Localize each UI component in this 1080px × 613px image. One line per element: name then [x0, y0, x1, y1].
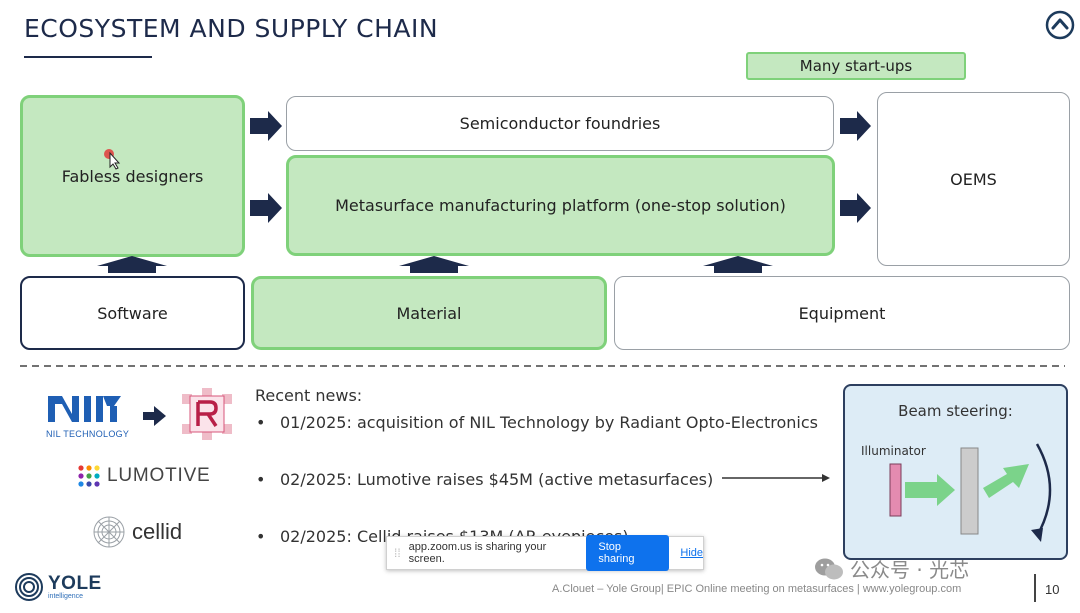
chevron-up-icon[interactable] [1045, 10, 1075, 40]
hide-link[interactable]: Hide [680, 547, 703, 559]
oems-box: OEMS [877, 92, 1070, 266]
arrow-right-icon [840, 111, 871, 141]
title-underline [24, 56, 152, 58]
steering-arc [1035, 443, 1052, 537]
metasurface-plate [960, 447, 979, 535]
bullet-icon: • [256, 527, 266, 546]
yole-logo: YOLE intelligence [14, 569, 124, 605]
cellid-mark-icon [93, 516, 125, 548]
page-number: 10 [1045, 582, 1060, 597]
equipment-box: Equipment [614, 276, 1070, 350]
startups-badge-label: Many start-ups [799, 57, 913, 75]
wechat-icon [815, 558, 843, 579]
stop-sharing-button[interactable]: Stop sharing [586, 535, 670, 571]
lumotive-logo: LUMOTIVE [77, 463, 217, 489]
equipment-label: Equipment [798, 303, 886, 323]
nil-technology-caption: NIL TECHNOLOGY [46, 429, 130, 439]
arrow-right-icon [840, 193, 871, 223]
beam-arrow-icon [905, 474, 955, 506]
material-box: Material [251, 276, 607, 350]
drag-handle-icon[interactable]: ⁞⁞ [394, 546, 401, 560]
wechat-watermark: 公众号 · 光芯 [814, 554, 969, 583]
illuminator-label: Illuminator [861, 444, 926, 458]
radiant-logo [178, 388, 236, 440]
illuminator-source [889, 463, 902, 517]
semiconductor-foundries-box: Semiconductor foundries [286, 96, 834, 151]
metasurface-platform-box: Metasurface manufacturing platform (one-… [286, 155, 835, 256]
cellid-logo: cellid [92, 514, 202, 550]
footer-divider [1034, 574, 1036, 602]
watermark-text: 公众号 · 光芯 [850, 558, 970, 582]
arrow-right-icon [143, 406, 166, 426]
semiconductor-foundries-label: Semiconductor foundries [459, 114, 661, 133]
bullet-icon: • [256, 413, 266, 432]
yole-subtitle: intelligence [48, 593, 84, 600]
beam-steering-illustration [889, 443, 1052, 542]
arrow-up-icon [97, 256, 167, 273]
lumotive-mark-icon [78, 465, 100, 487]
fabless-designers-label: Fabless designers [61, 166, 204, 186]
beam-steering-panel: Beam steering: Illuminator [843, 384, 1068, 560]
metasurface-platform-label: Metasurface manufacturing platform (one-… [335, 196, 786, 215]
yole-mark-icon [15, 573, 43, 601]
news-heading: Recent news: [255, 386, 363, 405]
zoom-sharing-bar: ⁞⁞ app.zoom.us is sharing your screen. S… [386, 535, 704, 571]
zoom-share-message: app.zoom.us is sharing your screen. [408, 541, 547, 565]
startups-badge: Many start-ups [746, 52, 966, 80]
arrow-right-icon [250, 193, 282, 223]
software-box: Software [20, 276, 245, 350]
bullet-icon: • [256, 470, 266, 489]
pointer-cursor-icon [103, 148, 123, 170]
arrow-up-icon [703, 256, 773, 273]
lumotive-wordmark: LUMOTIVE [107, 465, 211, 486]
fabless-designers-box: Fabless designers [20, 95, 245, 257]
cellid-wordmark: cellid [132, 519, 183, 544]
news-item: •02/2025: Lumotive raises $45M (active m… [256, 470, 714, 489]
material-label: Material [396, 303, 462, 323]
software-label: Software [97, 303, 168, 323]
beam-arrow-icon [983, 464, 1029, 498]
beam-steering-title: Beam steering: [898, 402, 1013, 420]
oems-label: OEMS [950, 169, 997, 189]
yole-wordmark: YOLE [48, 573, 102, 594]
nil-technology-logo: NIL TECHNOLOGY [46, 394, 136, 440]
arrow-right-icon [250, 111, 282, 141]
news-item: •01/2025: acquisition of NIL Technology … [256, 413, 818, 432]
footer-credit: A.Clouet – Yole Group| EPIC Online meeti… [552, 583, 962, 595]
page-title: ECOSYSTEM AND SUPPLY CHAIN [24, 14, 439, 43]
arrow-up-icon [399, 256, 469, 273]
